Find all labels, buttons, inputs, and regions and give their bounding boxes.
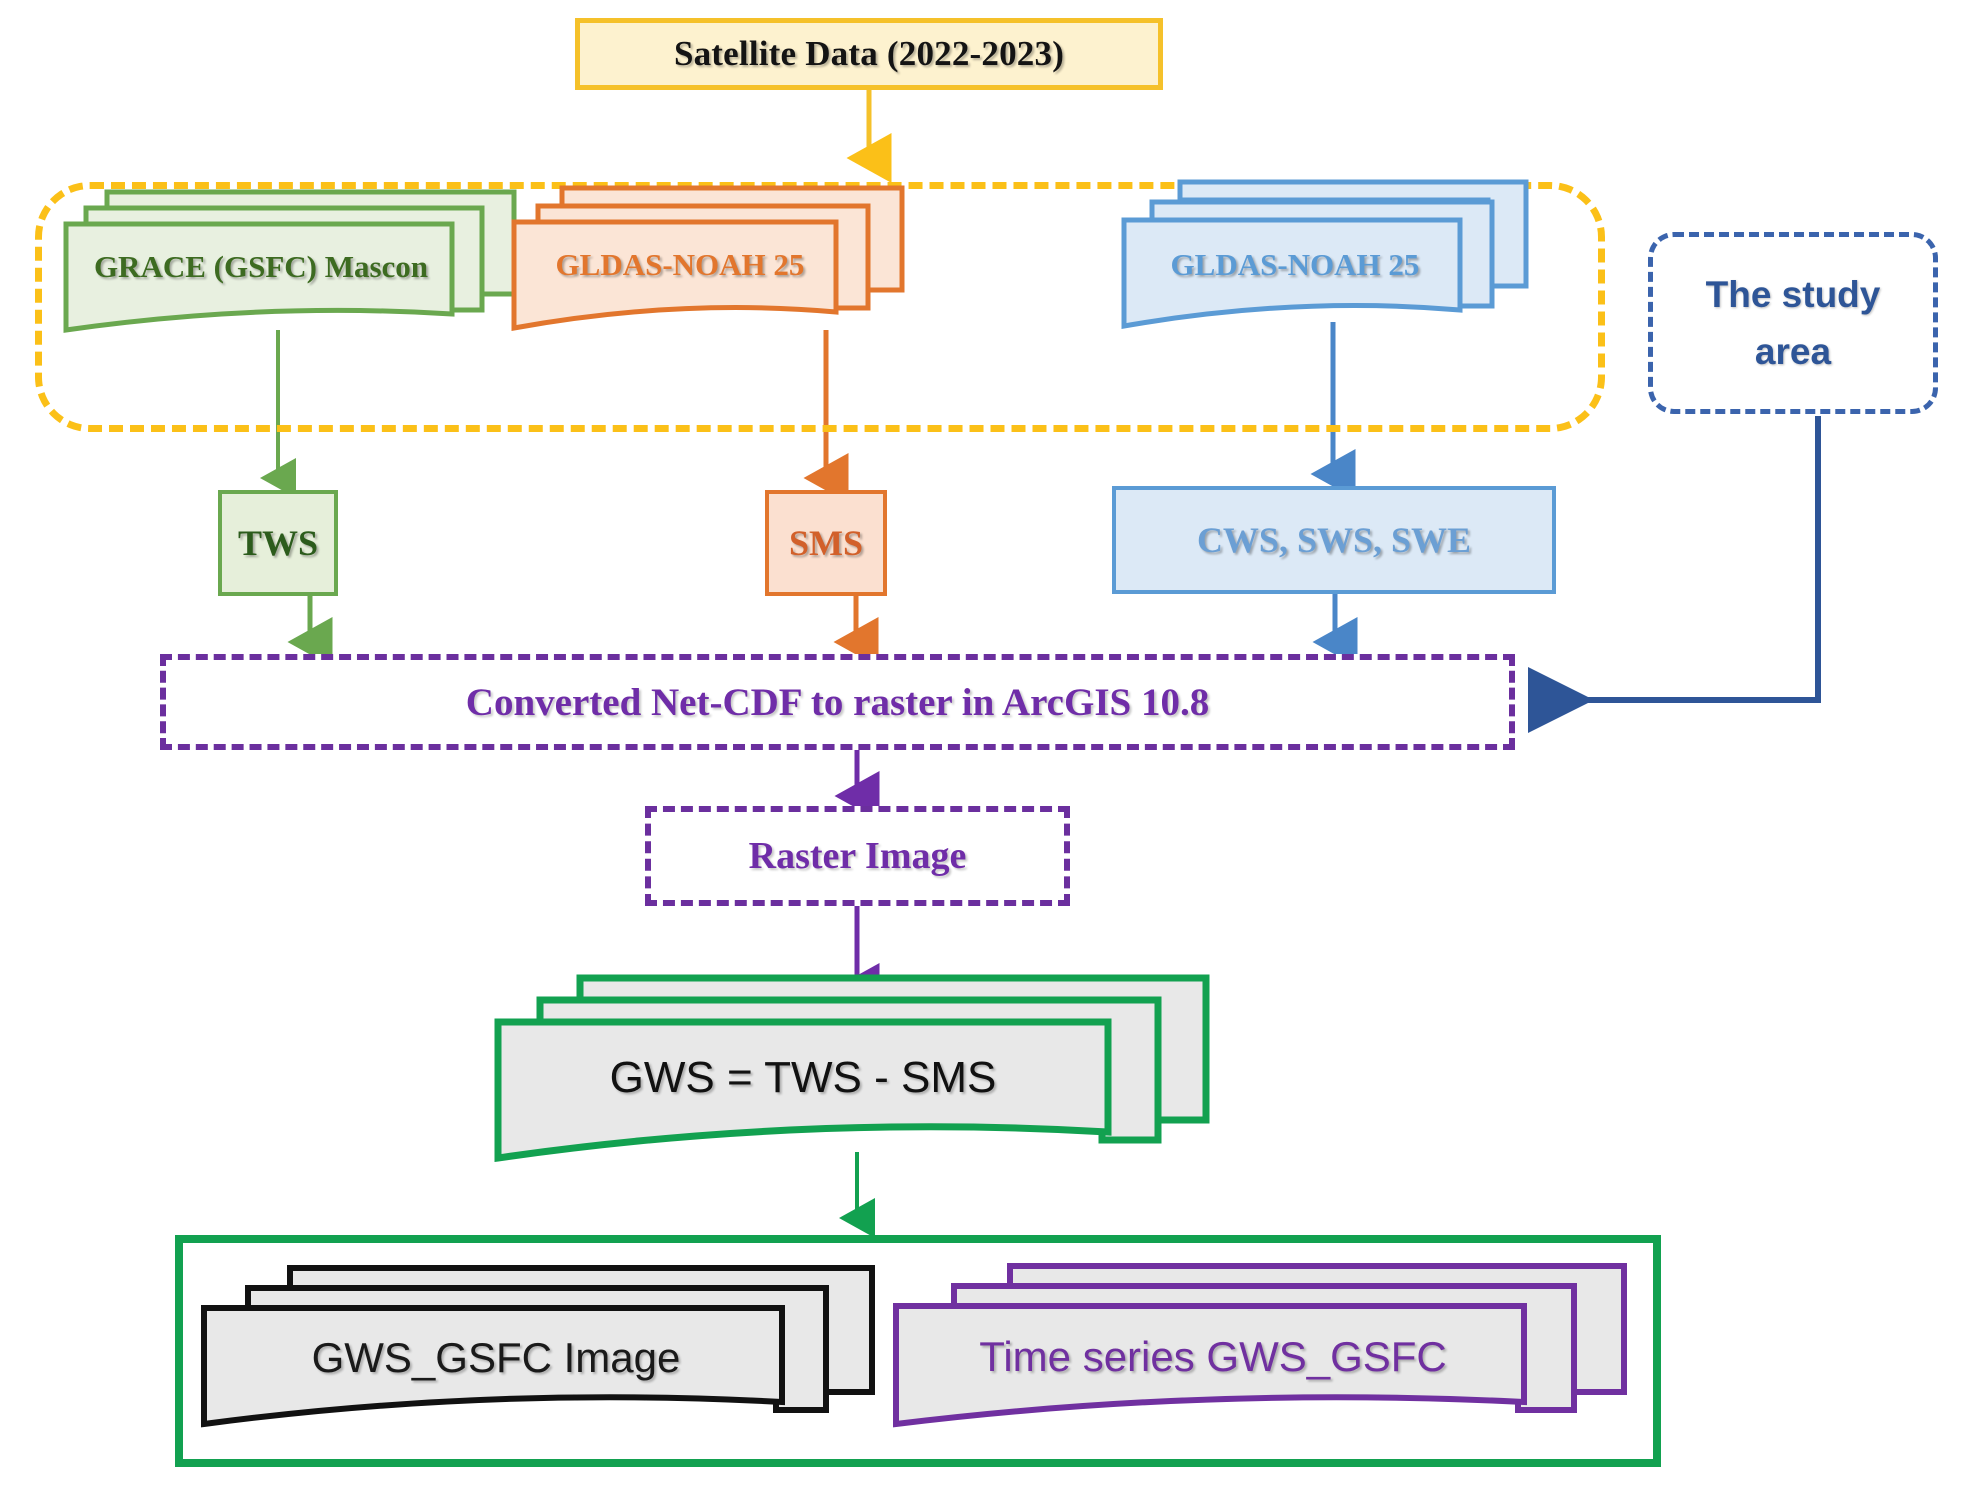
source-card-grace[interactable]: GRACE (GSFC) Mascon (62, 184, 522, 334)
source-label-gldas-cws: GLDAS-NOAH 25 (1170, 247, 1420, 282)
arrow-studyarea-to-process (1528, 416, 1821, 733)
source-card-gldas-cws[interactable]: GLDAS-NOAH 25 (1120, 176, 1540, 329)
study-area-line-1: The study (1705, 273, 1881, 315)
satellite-data-box[interactable]: Satellite Data (2022-2023) (575, 18, 1163, 90)
equation-label: GWS = TWS - SMS (609, 1053, 997, 1102)
process-box-netcdf-conversion[interactable]: Converted Net-CDF to raster in ArcGIS 10… (160, 654, 1515, 750)
raster-image-label: Raster Image (748, 835, 967, 877)
source-label-grace: GRACE (GSFC) Mascon (93, 249, 429, 284)
output-card-gws-image[interactable]: GWS_GSFC Image (198, 1262, 878, 1430)
process-label: Converted Net-CDF to raster in ArcGIS 10… (465, 680, 1210, 724)
output-label-gws-image: GWS_GSFC Image (311, 1334, 681, 1381)
source-label-gldas-sms: GLDAS-NOAH 25 (555, 247, 805, 282)
variable-box-cws[interactable]: CWS, SWS, SWE (1112, 486, 1556, 594)
raster-image-box[interactable]: Raster Image (645, 806, 1070, 906)
variable-box-sms[interactable]: SMS (765, 490, 887, 596)
variable-label-sms: SMS (788, 523, 864, 563)
satellite-data-label: Satellite Data (2022-2023) (673, 34, 1065, 73)
source-card-gldas-sms[interactable]: GLDAS-NOAH 25 (510, 182, 910, 334)
output-card-gws-timeseries[interactable]: Time series GWS_GSFC (890, 1260, 1630, 1432)
study-area-box[interactable]: The study area (1648, 232, 1938, 414)
variable-label-cws: CWS, SWS, SWE (1196, 520, 1472, 560)
study-area-line-2: area (1754, 331, 1832, 372)
variable-label-tws: TWS (237, 523, 319, 563)
output-label-gws-timeseries: Time series GWS_GSFC (979, 1333, 1447, 1380)
variable-box-tws[interactable]: TWS (218, 490, 338, 596)
equation-card-gws[interactable]: GWS = TWS - SMS (492, 972, 1212, 1168)
